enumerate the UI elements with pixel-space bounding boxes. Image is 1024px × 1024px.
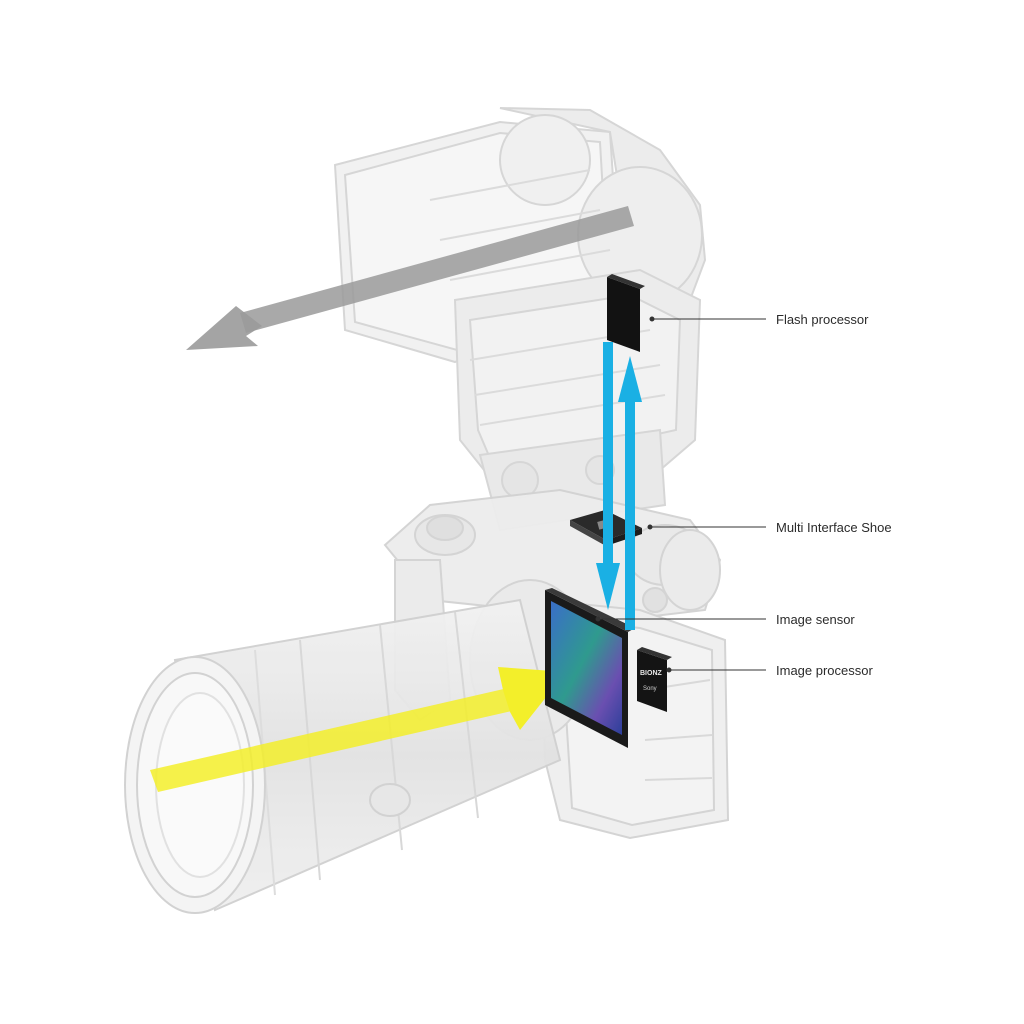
label-image-processor: Image processor [776, 663, 873, 678]
flash-output-arrow [186, 206, 634, 350]
label-image-sensor: Image sensor [776, 612, 855, 627]
flash-output-arrow-shaft [240, 206, 634, 333]
signal-down-arrow-shaft [603, 342, 613, 567]
image-processor-chip: BIONZ Sony [637, 647, 672, 712]
lens-ghost [124, 598, 562, 914]
signal-down-arrow-head [596, 563, 620, 610]
flash-processor-chip [607, 274, 645, 352]
signal-arrows [596, 342, 642, 630]
label-multi-interface-shoe: Multi Interface Shoe [776, 520, 892, 535]
image-sensor [545, 588, 635, 748]
chip-maker-text: Sony [643, 686, 657, 692]
label-flash-processor: Flash processor [776, 312, 869, 327]
signal-up-arrow-shaft [625, 398, 635, 630]
flash-output-arrow-head [186, 306, 262, 350]
light-path-arrow-shaft [150, 688, 516, 792]
chip-brand-text: BIONZ [640, 670, 663, 677]
callout-lines [595, 316, 766, 673]
signal-up-arrow-head [618, 356, 642, 402]
